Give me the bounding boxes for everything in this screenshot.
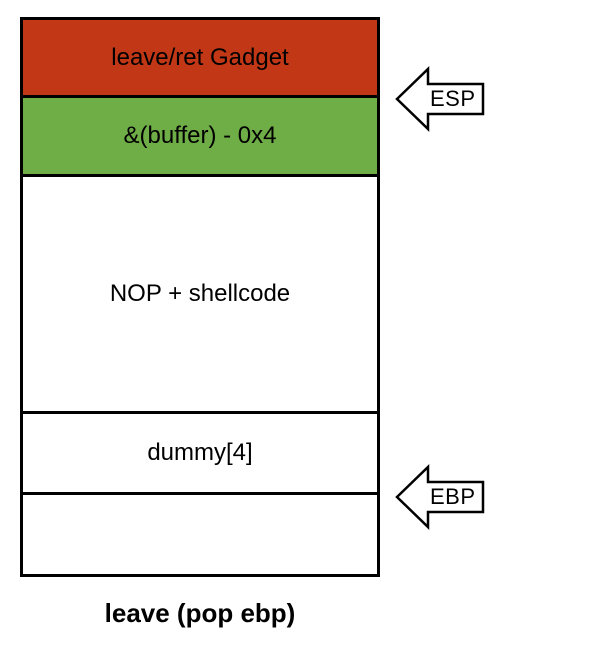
stack-frames: leave/ret Gadget &(buffer) - 0x4 NOP + s… xyxy=(20,17,380,577)
stack-frame-leave-ret-gadget: leave/ret Gadget xyxy=(23,20,377,98)
stack-frame-nop-shellcode: NOP + shellcode xyxy=(23,177,377,414)
stack-frame-label: leave/ret Gadget xyxy=(111,43,289,71)
stack-frame-label: dummy[4] xyxy=(147,439,253,466)
left-arrow-icon xyxy=(395,464,485,530)
ebp-label: EBP xyxy=(430,484,476,509)
stack-frame-dummy: dummy[4] xyxy=(23,414,377,495)
stack-frame-empty xyxy=(23,495,377,574)
diagram-caption: leave (pop ebp) xyxy=(104,598,296,628)
stack-frame-label: &(buffer) - 0x4 xyxy=(123,122,277,149)
ebp-pointer: EBP xyxy=(394,464,486,530)
esp-pointer: ESP xyxy=(394,66,486,132)
esp-label: ESP xyxy=(430,86,476,111)
stack-frame-buffer-address: &(buffer) - 0x4 xyxy=(23,98,377,177)
left-arrow-icon xyxy=(395,66,485,132)
stack-frame-label: NOP + shellcode xyxy=(109,280,291,307)
